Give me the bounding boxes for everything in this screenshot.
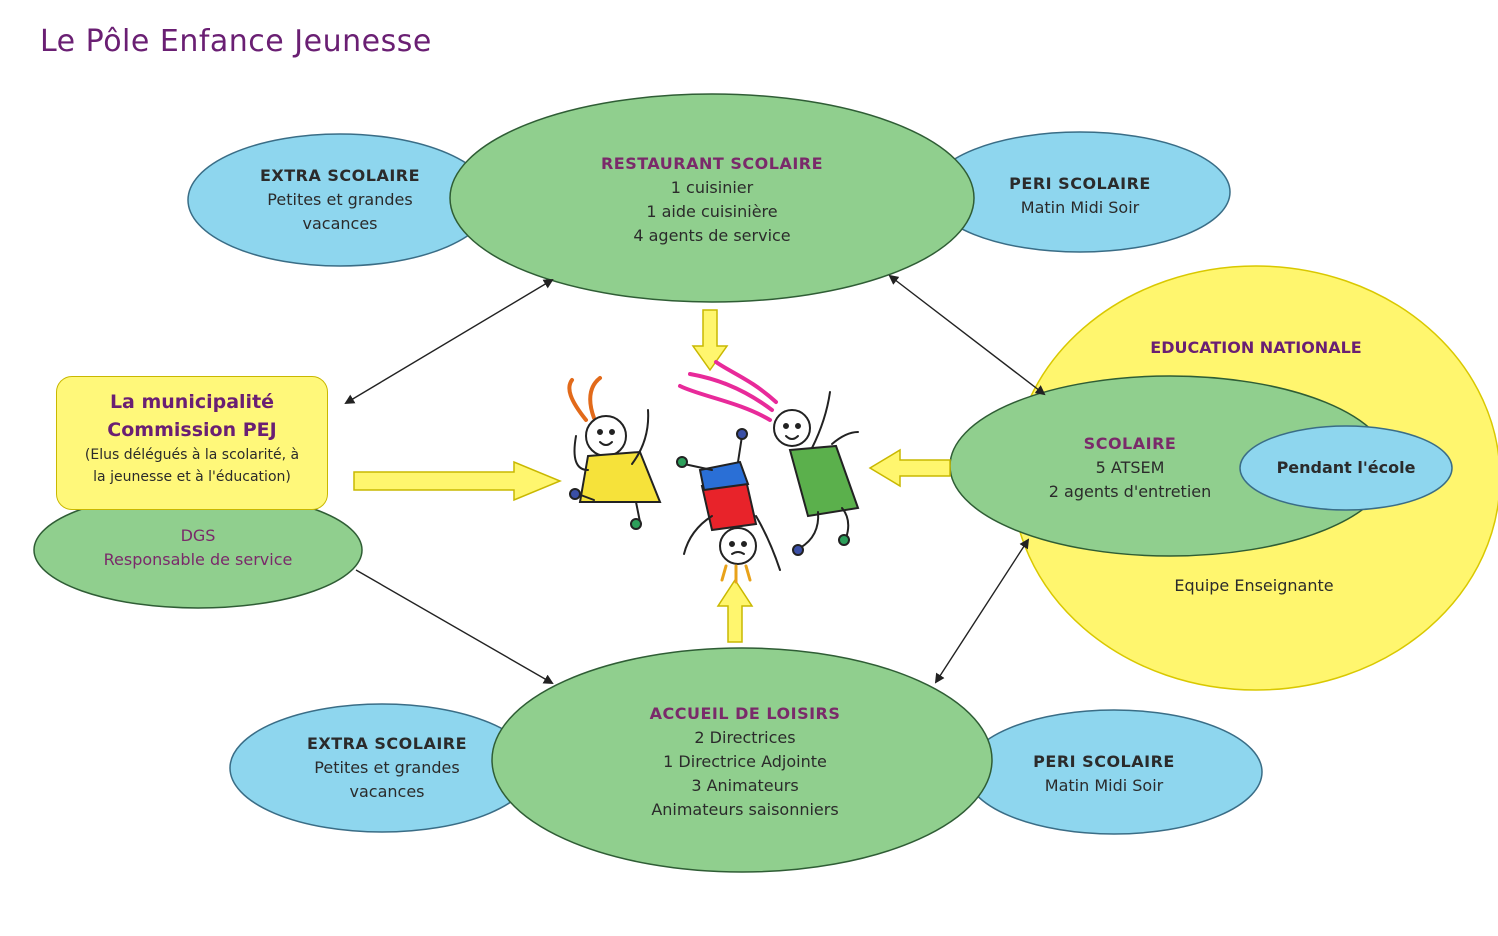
dgs-title: DGS [180, 526, 216, 545]
extra-scolaire-top-title: EXTRA SCOLAIRE [259, 166, 421, 185]
restaurant-line-1: 1 cuisinier [670, 178, 754, 197]
arrow-accueil-scolaire [934, 538, 1030, 684]
municipalite-label: La municipalité Commission PEJ (Elus dél… [56, 388, 328, 488]
scolaire-line-1: 5 ATSEM [1095, 458, 1165, 477]
block-arrow-up [716, 578, 754, 643]
education-nationale-title: EDUCATION NATIONALE [1150, 338, 1362, 357]
pendant-ecole-label: Pendant l'école [1276, 458, 1416, 477]
pendant-ecole-ellipse [1239, 425, 1453, 511]
restaurant-scolaire-label: RESTAURANT SCOLAIRE 1 cuisinier 1 aide c… [562, 152, 862, 248]
accueil-de-loisirs-ellipse [491, 647, 993, 873]
accueil-line-3: 3 Animateurs [691, 776, 799, 795]
restaurant-scolaire-ellipse [449, 93, 975, 303]
municipalite-line-3: (Elus délégués à la scolarité, à [84, 447, 300, 463]
arrow-restaurant-scolaire [888, 274, 1046, 396]
accueil-title: ACCUEIL DE LOISIRS [649, 704, 841, 723]
accueil-de-loisirs-label: ACCUEIL DE LOISIRS 2 Directrices 1 Direc… [600, 702, 890, 822]
accueil-line-2: 1 Directrice Adjointe [663, 752, 827, 771]
extra-scolaire-top-line-2: vacances [302, 214, 378, 233]
dgs-line: Responsable de service [103, 550, 293, 569]
extra-scolaire-bottom-line-1: Petites et grandes [314, 758, 460, 777]
municipalite-line-1: La municipalité [109, 391, 275, 413]
restaurant-line-2: 1 aide cuisinière [646, 202, 778, 221]
extra-scolaire-top-label: EXTRA SCOLAIRE Petites et grandes vacanc… [240, 164, 440, 236]
peri-scolaire-bottom-title: PERI SCOLAIRE [1033, 752, 1175, 771]
extra-scolaire-bottom-title: EXTRA SCOLAIRE [306, 734, 468, 753]
extra-scolaire-bottom-label: EXTRA SCOLAIRE Petites et grandes vacanc… [282, 732, 492, 804]
block-arrow-down [691, 309, 729, 372]
block-arrow-left [868, 448, 951, 488]
block-arrow-right [353, 460, 562, 502]
arrow-dgs-accueil [355, 569, 554, 684]
arrow-restaurant-municipalite [344, 278, 554, 405]
scolaire-line-2: 2 agents d'entretien [1048, 482, 1212, 501]
municipalite-box [56, 376, 328, 510]
peri-scolaire-bottom-label: PERI SCOLAIRE Matin Midi Soir [1004, 750, 1204, 798]
peri-scolaire-top-line-1: Matin Midi Soir [1020, 198, 1140, 217]
children-illustration [567, 360, 860, 584]
scolaire-title: SCOLAIRE [1083, 434, 1177, 453]
scolaire-label: SCOLAIRE 5 ATSEM 2 agents d'entretien [1010, 432, 1250, 504]
extra-scolaire-bottom-line-2: vacances [349, 782, 425, 801]
dgs-label: DGS Responsable de service [68, 524, 328, 572]
restaurant-scolaire-title: RESTAURANT SCOLAIRE [600, 154, 824, 173]
peri-scolaire-top-label: PERI SCOLAIRE Matin Midi Soir [980, 172, 1180, 220]
accueil-line-4: Animateurs saisonniers [651, 800, 839, 819]
municipalite-line-4: la jeunesse et à l'éducation) [93, 469, 291, 485]
page-title: Le Pôle Enfance Jeunesse [40, 24, 432, 59]
peri-scolaire-top-title: PERI SCOLAIRE [1009, 174, 1151, 193]
equipe-enseignante-label: Equipe Enseignante [1174, 576, 1334, 595]
peri-scolaire-bottom-line-1: Matin Midi Soir [1044, 776, 1164, 795]
municipalite-line-2: Commission PEJ [107, 419, 277, 441]
accueil-line-1: 2 Directrices [694, 728, 796, 747]
restaurant-line-3: 4 agents de service [633, 226, 791, 245]
extra-scolaire-top-line-1: Petites et grandes [267, 190, 413, 209]
